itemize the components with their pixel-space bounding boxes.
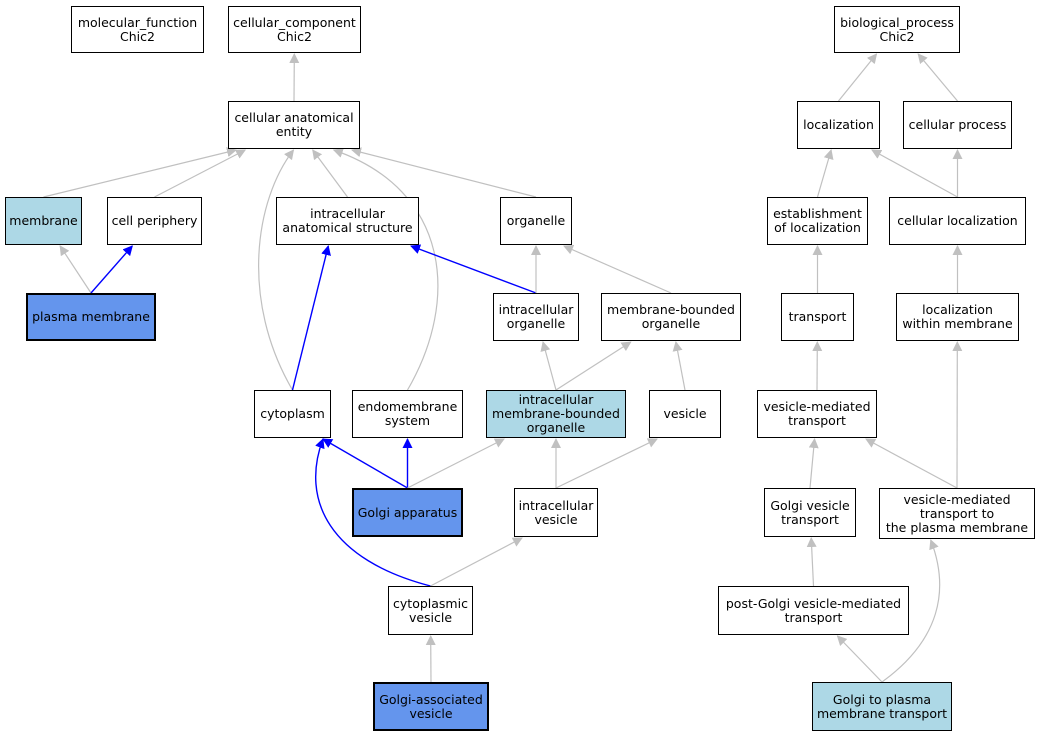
- edge-cytoplasm-to-intracellular-anatomical-structure: [291, 245, 331, 391]
- node-cell-periphery[interactable]: cell periphery: [107, 197, 202, 245]
- edge-cytoplasmic-vesicle-to-intracellular-vesicle: [430, 537, 523, 587]
- node-intracellular-anatomical-structure[interactable]: intracellular anatomical structure: [276, 197, 419, 245]
- edge-golgi-to-pm-transport-to-post-golgi-vesicle-mediated-transport: [836, 635, 883, 683]
- node-intracellular-vesicle[interactable]: intracellular vesicle: [514, 488, 598, 537]
- edge-golgi-vesicle-transport-to-vesicle-mediated-transport: [808, 438, 819, 489]
- edge-intracellular-membrane-bounded-organelle-to-membrane-bounded-organelle: [555, 341, 632, 391]
- edge-plasma-membrane-to-cell-periphery: [90, 245, 133, 294]
- node-vesicle-mediated-transport-to-pm[interactable]: vesicle-mediated transport to the plasma…: [879, 488, 1035, 539]
- edge-membrane-to-cellular-anatomical-entity: [43, 147, 237, 198]
- edge-vesicle-to-membrane-bounded-organelle: [672, 341, 686, 391]
- edge-intracellular-membrane-bounded-organelle-to-intracellular-organelle: [540, 341, 557, 391]
- edge-golgi-apparatus-to-intracellular-membrane-bounded-organelle: [407, 438, 505, 489]
- node-cellular-anatomical-entity[interactable]: cellular anatomical entity: [228, 101, 360, 149]
- edge-establishment-of-localization-to-localization: [816, 149, 834, 198]
- edge-cytoplasm-to-cellular-anatomical-entity: [258, 149, 295, 391]
- node-golgi-associated-vesicle[interactable]: Golgi-associated vesicle: [373, 682, 489, 731]
- edge-intracellular-organelle-to-intracellular-anatomical-structure: [410, 244, 537, 294]
- edge-cytoplasmic-vesicle-to-cytoplasm: [315, 438, 431, 587]
- node-establishment-of-localization[interactable]: establishment of localization: [767, 197, 868, 245]
- node-transport[interactable]: transport: [781, 293, 854, 341]
- node-membrane-bounded-organelle[interactable]: membrane-bounded organelle: [601, 293, 741, 341]
- node-vesicle[interactable]: vesicle: [649, 390, 721, 438]
- node-post-golgi-vesicle-mediated-transport[interactable]: post-Golgi vesicle-mediated transport: [718, 586, 909, 635]
- edge-localization-to-biological-process: [838, 53, 878, 102]
- edge-golgi-to-pm-transport-to-vesicle-mediated-transport-to-pm: [881, 539, 941, 683]
- node-golgi-apparatus[interactable]: Golgi apparatus: [352, 488, 463, 537]
- node-cellular-component[interactable]: cellular_component Chic2: [228, 6, 361, 53]
- node-localization[interactable]: localization: [797, 101, 880, 149]
- edge-plasma-membrane-to-membrane: [59, 245, 92, 294]
- node-cytoplasmic-vesicle[interactable]: cytoplasmic vesicle: [388, 586, 473, 635]
- edge-cellular-process-to-biological-process: [917, 53, 958, 102]
- edge-intracellular-vesicle-to-vesicle: [555, 438, 658, 489]
- edge-layer: [43, 53, 963, 683]
- node-golgi-vesicle-transport[interactable]: Golgi vesicle transport: [764, 488, 856, 537]
- node-biological-process[interactable]: biological_process Chic2: [834, 6, 960, 53]
- node-golgi-to-pm-transport[interactable]: Golgi to plasma membrane transport: [812, 682, 952, 731]
- node-intracellular-membrane-bounded-organelle[interactable]: intracellular membrane-bounded organelle: [486, 390, 626, 438]
- node-cellular-localization[interactable]: cellular localization: [889, 197, 1026, 245]
- edge-post-golgi-vesicle-mediated-transport-to-golgi-vesicle-transport: [806, 537, 817, 587]
- node-endomembrane-system[interactable]: endomembrane system: [352, 390, 463, 438]
- edge-endomembrane-system-to-cellular-anatomical-entity: [332, 148, 439, 391]
- node-intracellular-organelle[interactable]: intracellular organelle: [493, 293, 579, 341]
- node-membrane[interactable]: membrane: [5, 197, 82, 245]
- edge-organelle-to-cellular-anatomical-entity: [351, 147, 537, 198]
- node-organelle[interactable]: organelle: [500, 197, 572, 245]
- edge-vesicle-mediated-transport-to-pm-to-vesicle-mediated-transport: [865, 438, 958, 489]
- edge-membrane-bounded-organelle-to-organelle: [563, 245, 672, 294]
- node-plasma-membrane[interactable]: plasma membrane: [26, 293, 156, 341]
- edge-cellular-localization-to-localization: [871, 149, 958, 198]
- node-cytoplasm[interactable]: cytoplasm: [254, 390, 331, 438]
- node-localization-within-membrane[interactable]: localization within membrane: [896, 293, 1019, 341]
- node-molecular-function[interactable]: molecular_function Chic2: [71, 6, 204, 53]
- node-vesicle-mediated-transport[interactable]: vesicle-mediated transport: [757, 390, 877, 438]
- node-cellular-process[interactable]: cellular process: [903, 101, 1012, 149]
- edge-cell-periphery-to-cellular-anatomical-entity: [154, 149, 247, 198]
- edge-intracellular-anatomical-structure-to-cellular-anatomical-entity: [312, 149, 348, 198]
- edge-golgi-apparatus-to-cytoplasm: [322, 438, 408, 489]
